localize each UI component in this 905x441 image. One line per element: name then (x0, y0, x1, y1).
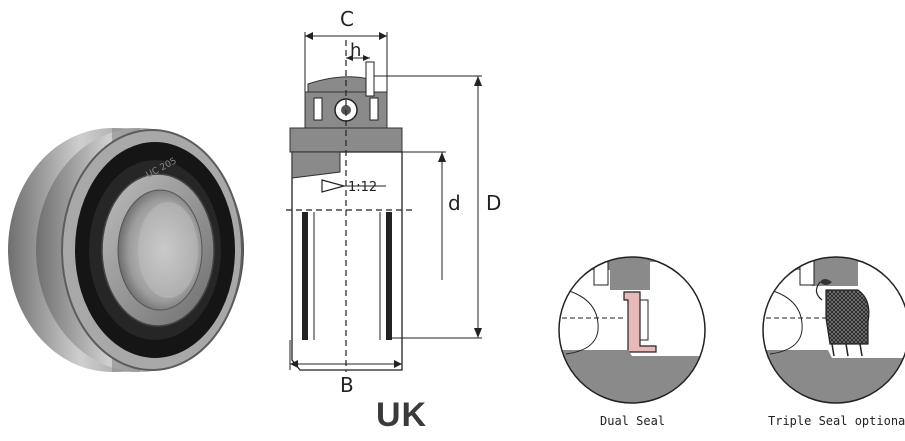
cross-section-drawing: 1:12 C h D d B (286, 7, 501, 397)
dim-b-label: B (340, 373, 354, 397)
taper-ratio: 1:12 (348, 180, 377, 195)
series-title: UK (376, 396, 428, 434)
dim-d-bore-label: d (448, 191, 461, 215)
bearing-photo: UC 205 (8, 128, 244, 372)
triple-seal-caption: Triple Seal optional (768, 414, 905, 428)
dim-c-label: C (340, 7, 354, 31)
triple-seal-detail (762, 256, 905, 404)
dual-seal-caption: Dual Seal (600, 414, 666, 428)
dim-d-outer-label: D (486, 191, 501, 215)
dim-h-label: h (350, 40, 361, 61)
dual-seal-detail (558, 256, 706, 404)
